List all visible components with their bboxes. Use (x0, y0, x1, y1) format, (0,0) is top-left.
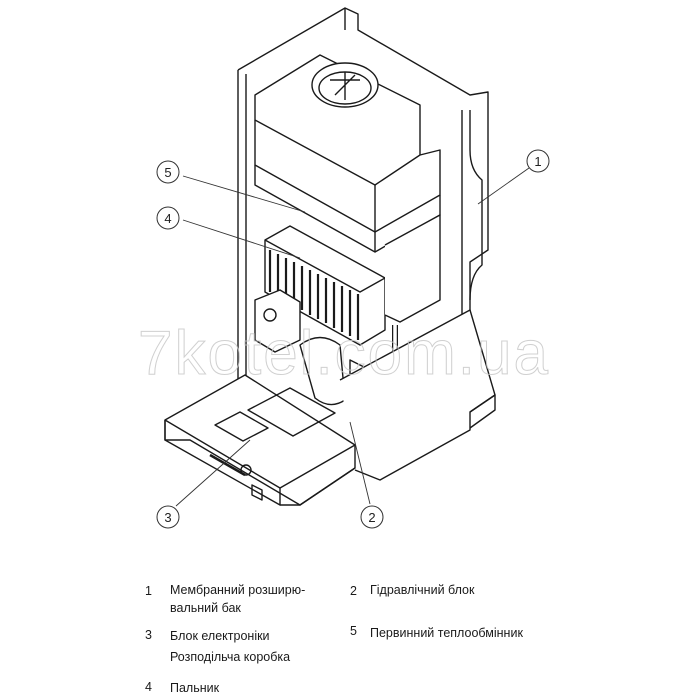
legend-label-2-line1: Гідравлічний блок (370, 583, 475, 597)
leader-4 (182, 219, 301, 259)
legend-label-5-line1: Первинний теплообмінник (370, 626, 523, 640)
svg-text:3: 3 (164, 510, 171, 525)
callout-leaders (175, 167, 530, 507)
heat-exchanger (264, 225, 386, 346)
legend-label-4-line1: Пальник (170, 681, 220, 695)
leader-1 (477, 167, 530, 205)
legend-label-4: Пальник (170, 679, 219, 697)
electronics-box (164, 374, 356, 506)
legend-num-3: 3 (145, 628, 152, 642)
legend-num-5: 5 (350, 624, 357, 638)
legend-label-2: Гідравлічний блок (370, 581, 474, 599)
svg-text:1: 1 (534, 154, 541, 169)
svg-text:2: 2 (368, 510, 375, 525)
legend-label-5: Первинний теплообмінник (370, 624, 523, 642)
callout-4: 4 (156, 206, 180, 230)
legend-label-3-line1: Блок електроніки (170, 629, 270, 643)
legend-num-1: 1 (145, 584, 152, 598)
legend-label-3-line2: Розподільча коробка (170, 650, 291, 664)
leader-3 (175, 439, 251, 507)
callout-5: 5 (156, 160, 180, 184)
legend-label-1-line2: вальний бак (170, 601, 241, 615)
svg-text:5: 5 (164, 165, 171, 180)
legend-num-2: 2 (350, 584, 357, 598)
boiler-diagram: 1 2 3 4 5 (156, 7, 550, 529)
legend-num-4: 4 (145, 680, 152, 694)
callout-3: 3 (156, 505, 180, 529)
watermark: 7kotel.com.ua (138, 319, 550, 389)
legend-label-3: Блок електроніки Розподільча коробка (170, 626, 290, 668)
legend-label-1: Мембранний розширю- вальний бак (170, 581, 305, 617)
callouts: 1 2 3 4 5 (156, 149, 550, 529)
leader-5 (182, 175, 306, 213)
boiler-drawing (164, 7, 496, 506)
leader-2 (349, 421, 371, 505)
callout-2: 2 (360, 505, 384, 529)
svg-text:4: 4 (164, 211, 171, 226)
callout-1: 1 (526, 149, 550, 173)
legend-label-1-line1: Мембранний розширю- (170, 583, 306, 597)
